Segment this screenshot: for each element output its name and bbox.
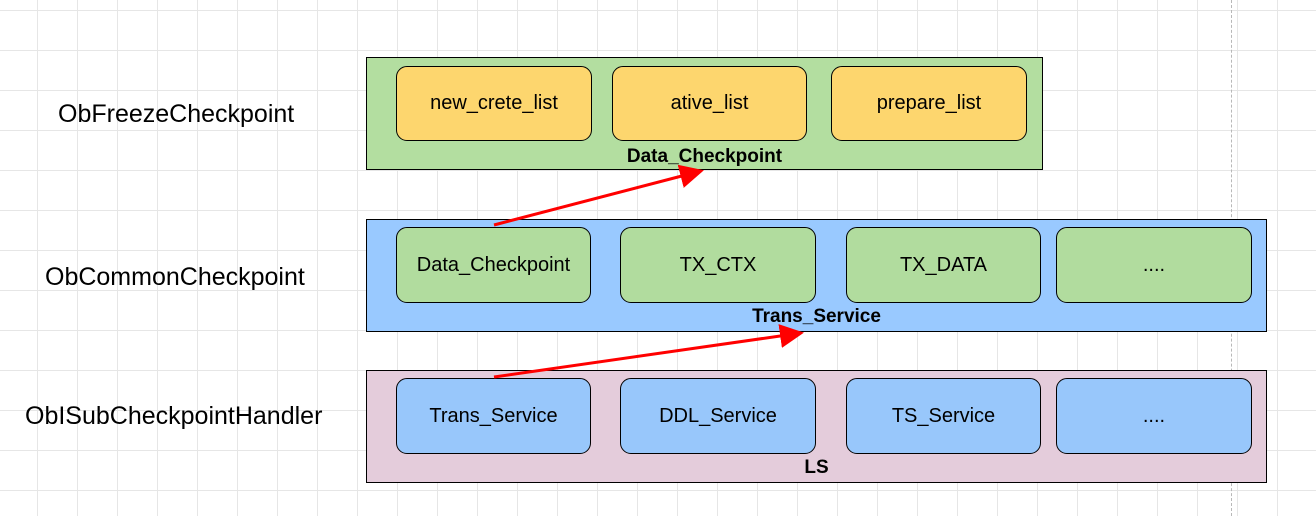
tx-data-box[interactable]: TX_DATA	[846, 227, 1041, 303]
trans-service-box[interactable]: Trans_Service	[396, 378, 591, 454]
more-common-box[interactable]: ....	[1056, 227, 1252, 303]
layer-label-freeze-checkpoint: ObFreezeCheckpoint	[58, 100, 295, 128]
ts-service-box[interactable]: TS_Service	[846, 378, 1041, 454]
ls-container[interactable]: Trans_Service DDL_Service TS_Service ...…	[366, 370, 1267, 483]
tx-data-label: TX_DATA	[899, 253, 988, 276]
data-checkpoint-box-label: Data_Checkpoint	[416, 253, 571, 276]
ddl-service-label: DDL_Service	[659, 404, 777, 427]
more-handler-box[interactable]: ....	[1056, 378, 1252, 454]
layer-label-sub-checkpoint-handler: ObISubCheckpointHandler	[25, 402, 323, 430]
trans-service-box-label: Trans_Service	[429, 404, 558, 427]
prepare-list-label: prepare_list	[876, 92, 982, 114]
new-crete-list-box[interactable]: new_crete_list	[396, 66, 592, 141]
tx-ctx-box[interactable]: TX_CTX	[620, 227, 816, 303]
ative-list-label: ative_list	[670, 92, 749, 114]
trans-service-title: Trans_Service	[752, 306, 881, 327]
tx-ctx-label: TX_CTX	[679, 253, 757, 276]
new-crete-list-label: new_crete_list	[430, 92, 558, 114]
more-handler-label: ....	[1142, 404, 1166, 427]
data-checkpoint-container[interactable]: new_crete_list ative_list prepare_list D…	[366, 57, 1043, 170]
prepare-list-box[interactable]: prepare_list	[831, 66, 1027, 141]
layer-label-common-checkpoint: ObCommonCheckpoint	[45, 263, 305, 291]
data-checkpoint-title: Data_Checkpoint	[626, 146, 783, 167]
trans-service-container[interactable]: Data_Checkpoint TX_CTX TX_DATA .... Tran…	[366, 219, 1267, 332]
data-checkpoint-box[interactable]: Data_Checkpoint	[396, 227, 591, 303]
ddl-service-box[interactable]: DDL_Service	[620, 378, 816, 454]
more-common-label: ....	[1142, 253, 1166, 276]
ts-service-label: TS_Service	[891, 404, 996, 427]
ls-title: LS	[804, 457, 829, 478]
ative-list-box[interactable]: ative_list	[612, 66, 807, 141]
arrow-data-checkpoint-to-container	[493, 164, 704, 227]
